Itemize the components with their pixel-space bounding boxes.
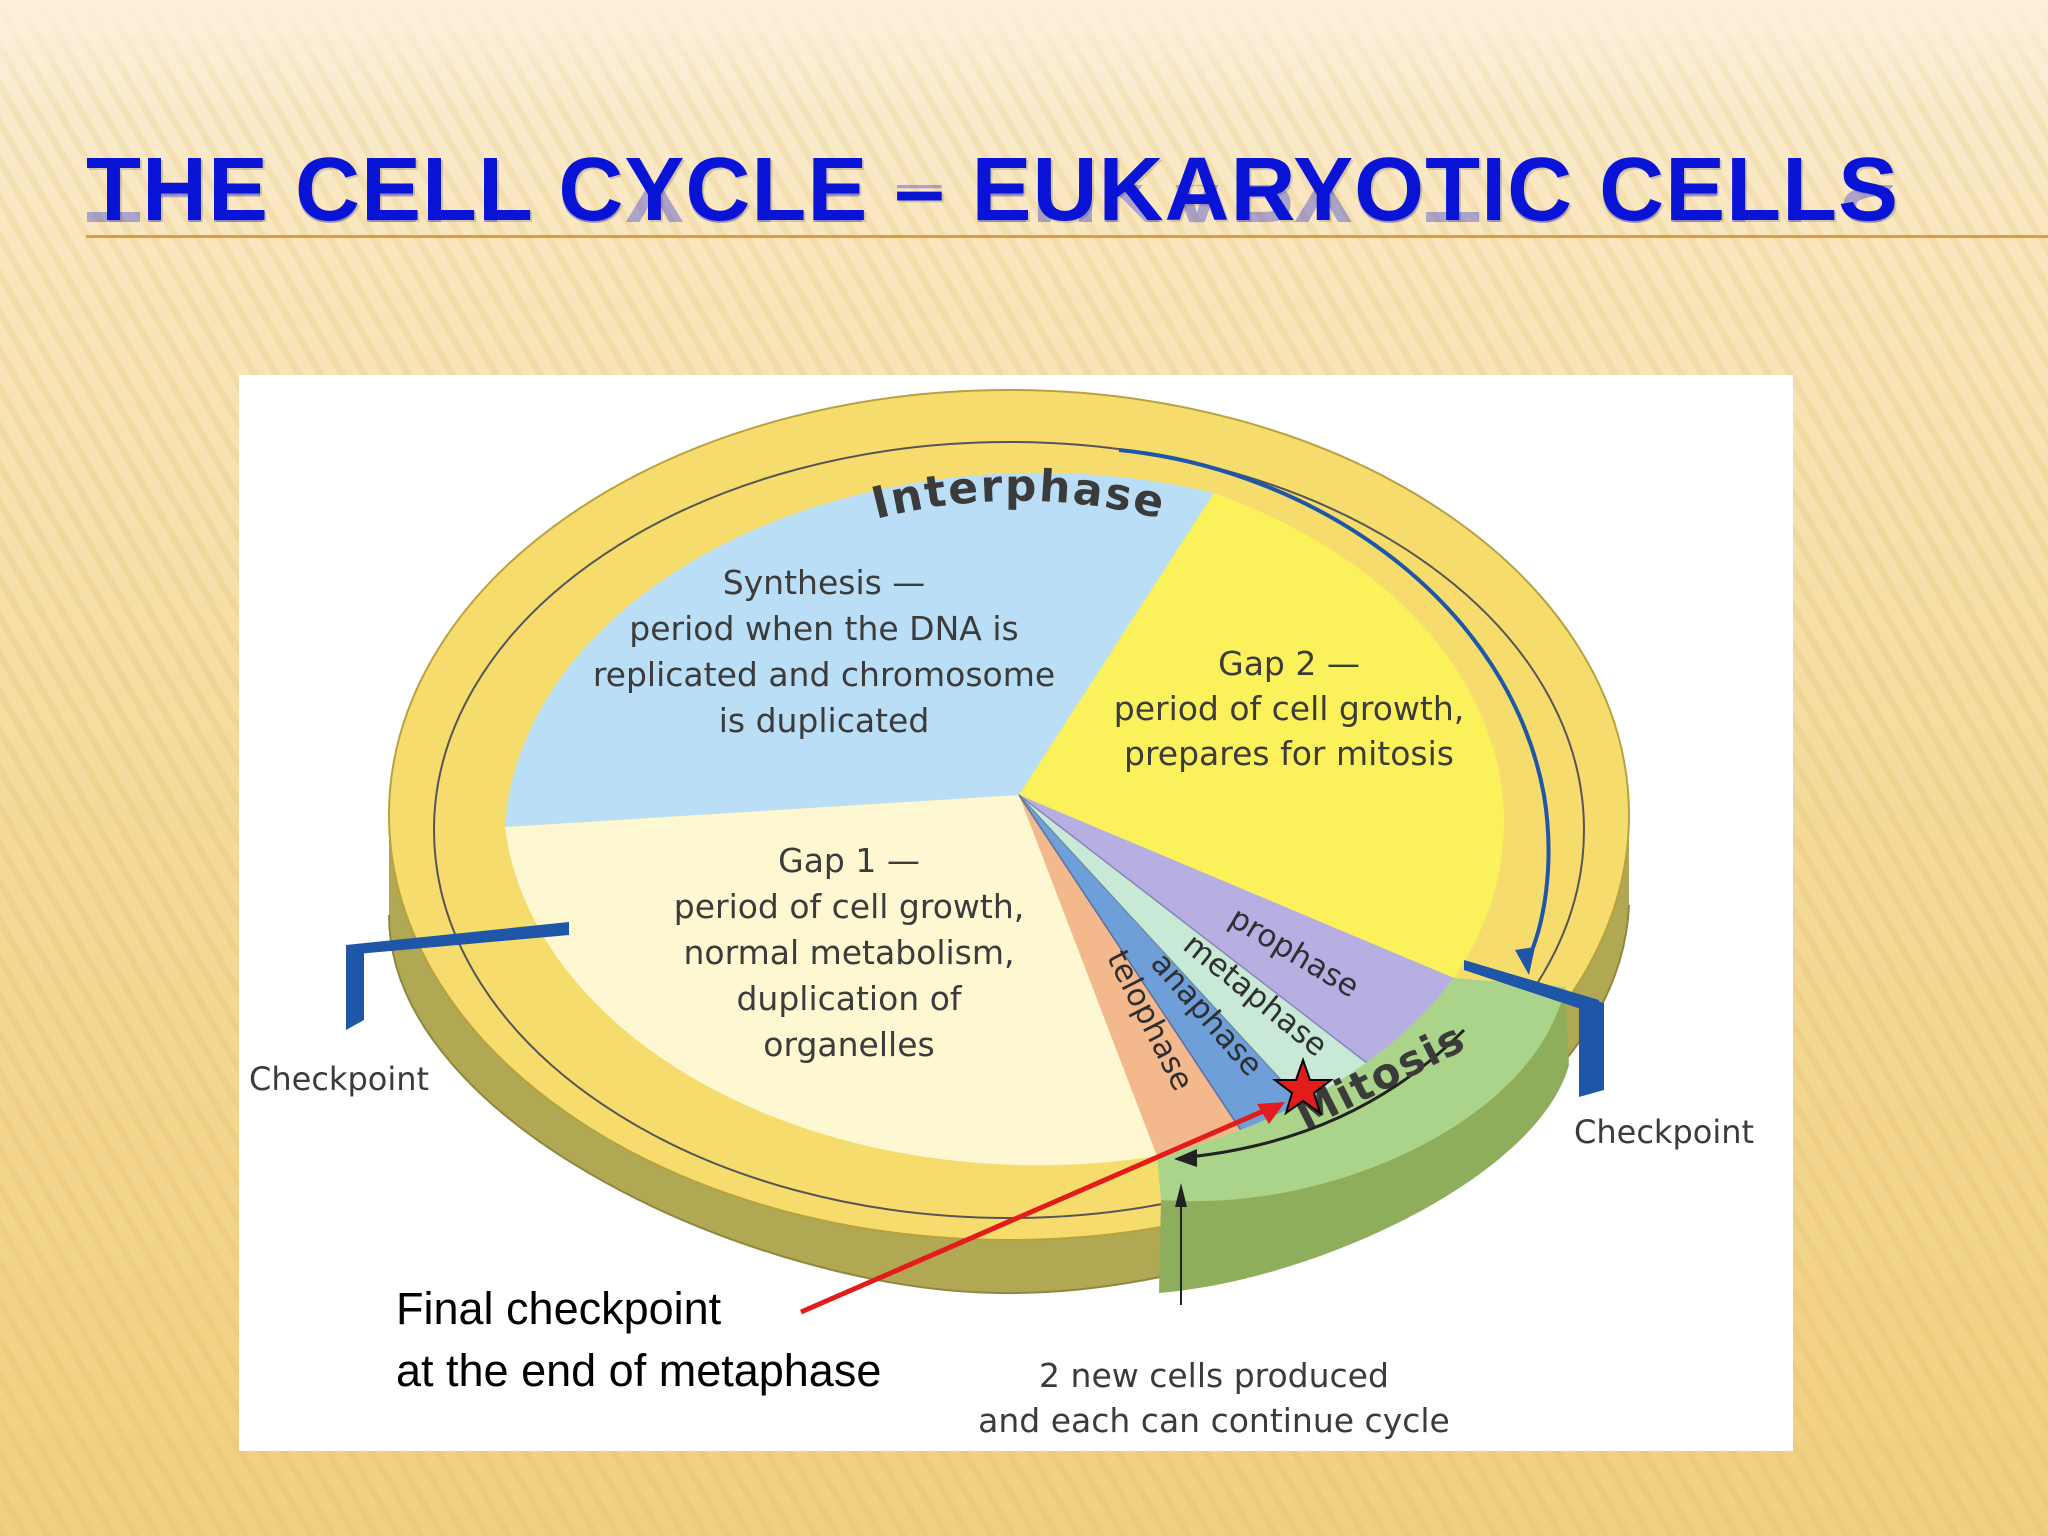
checkpoint-left-label: Checkpoint: [249, 1060, 429, 1098]
cell-cycle-diagram: Interphase Synthesis — period when the D…: [239, 375, 1793, 1451]
anaphase-wedge: [1019, 795, 1304, 1135]
new-cells-line: and each can continue cycle: [978, 1401, 1450, 1440]
gap1-line: period of cell growth,: [674, 887, 1025, 926]
ring-outline: [433, 441, 1585, 1219]
gap2-text: Gap 2 — period of cell growth, prepares …: [1114, 644, 1465, 773]
wedge-divider: [1018, 794, 1305, 1106]
checkpoint-right-label: Checkpoint: [1574, 1113, 1754, 1151]
metaphase-wedge: [1019, 795, 1367, 1105]
slide-background-top: [0, 0, 2048, 110]
cell-cycle-svg: Interphase Synthesis — period when the D…: [249, 389, 1754, 1440]
checkpoint-left-bar: [346, 922, 569, 955]
synthesis-line: period when the DNA is: [629, 609, 1018, 648]
checkpoint-right-post: [1579, 997, 1604, 1097]
synthesis-text: Synthesis — period when the DNA is repli…: [593, 563, 1055, 740]
synthesis-line: Synthesis —: [723, 563, 926, 602]
wedge-divider: [1018, 794, 1245, 1136]
gap1-line: duplication of: [736, 979, 962, 1018]
cycle-arrowhead: [1515, 947, 1535, 975]
new-cells-line: 2 new cells produced: [1039, 1356, 1389, 1395]
wedge-divider: [1018, 794, 1368, 1064]
telophase-wedge: [1019, 795, 1244, 1156]
checkpoint-right-bar: [1464, 960, 1599, 1015]
slide-title: THE CELL CYCLE – EUKARYOTIC CELLS: [86, 140, 1900, 240]
title-block: THE CELL CYCLE – EUKARYOTIC CELLS THE CE…: [86, 140, 1786, 310]
star-icon: [1272, 1056, 1334, 1116]
synthesis-wedge: [505, 472, 1214, 827]
annotation-line: at the end of metaphase: [396, 1345, 881, 1396]
annotation-arrowhead: [1257, 1102, 1285, 1124]
prophase-wedge: [1019, 795, 1454, 1063]
gap2-line: prepares for mitosis: [1124, 734, 1454, 773]
new-cells-pointer-head: [1175, 1183, 1187, 1207]
annotation-arrow: [800, 1103, 1276, 1315]
gap1-line: Gap 1 —: [778, 841, 920, 880]
gap2-line: period of cell growth,: [1114, 689, 1465, 728]
annotation-line: Final checkpoint: [396, 1283, 722, 1334]
mitosis-arrow: [1188, 1028, 1466, 1159]
title-underline-rule: [86, 235, 2048, 238]
synthesis-line: replicated and chromosome: [593, 655, 1055, 694]
gap1-line: normal metabolism,: [683, 933, 1014, 972]
checkpoint-left-post: [346, 945, 364, 1030]
synthesis-line: is duplicated: [719, 701, 930, 740]
gap1-text: Gap 1 — period of cell growth, normal me…: [674, 841, 1025, 1064]
cycle-arrow-top: [1118, 448, 1551, 967]
gap2-line: Gap 2 —: [1218, 644, 1360, 683]
mitosis-band-side: [1159, 987, 1569, 1293]
gap1-wedge: [505, 795, 1157, 1166]
gap1-line: organelles: [763, 1025, 934, 1064]
gap2-wedge: [1019, 493, 1504, 978]
mitosis-arrowhead: [1174, 1149, 1197, 1167]
